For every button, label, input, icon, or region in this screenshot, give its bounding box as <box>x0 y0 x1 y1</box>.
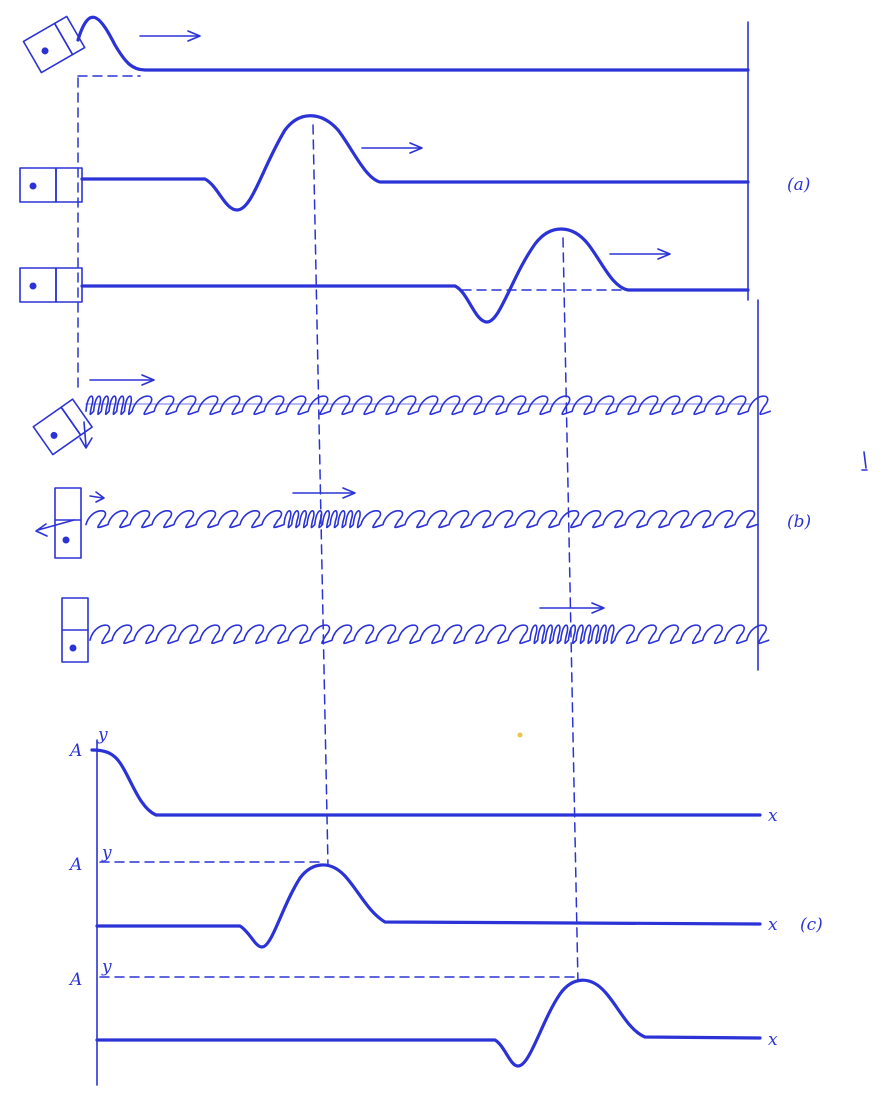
stray-dot-yellow <box>517 732 523 738</box>
guide-lines <box>77 77 579 985</box>
panel-b-arrow-1 <box>89 374 155 386</box>
panel-a-string-1 <box>76 15 750 72</box>
panel-b-arrow-2 <box>292 487 356 499</box>
panel-b-back-arrow-2 <box>89 491 105 503</box>
panel-b-push-arrow-1 <box>79 421 93 449</box>
panel-c-x-label-2: x <box>768 915 778 935</box>
panel-a-arrow-1 <box>139 30 201 42</box>
panel-b: (b) <box>32 299 811 671</box>
panel-c-amplitude-label-1: A <box>68 741 82 761</box>
panel-a-hand-block-2 <box>19 167 83 203</box>
panel-b-hand-block-2 <box>54 487 82 559</box>
panel-c-amplitude-label-2: A <box>68 855 82 875</box>
panel-b-hand-arrow-2 <box>35 519 75 537</box>
panel-c-y-label-2: y <box>101 843 112 863</box>
panel-a-hand-block-1 <box>22 15 86 74</box>
panel-c-amplitude-label-3: A <box>68 970 82 990</box>
panel-c-x-label-1: x <box>768 806 778 826</box>
panel-c-graph-1 <box>90 748 762 817</box>
panel-c: A y x A y x (c) A y x <box>68 725 823 1086</box>
panel-a-arrow-2 <box>361 142 423 154</box>
panel-b-spring-1 <box>85 395 771 416</box>
panel-a-string-2 <box>80 114 750 212</box>
panel-c-graph-2 <box>95 863 762 949</box>
panel-b-arrow-3 <box>539 602 605 614</box>
panel-c-x-label-3: x <box>768 1030 778 1050</box>
guide-line-far <box>562 237 579 985</box>
stray-mark-right <box>861 451 868 471</box>
stray-marks <box>517 451 868 738</box>
panel-a-label: (a) <box>787 175 810 195</box>
panel-c-y-label-3: y <box>101 957 112 977</box>
panel-c-graph-3 <box>95 978 762 1068</box>
panel-a-hand-block-3 <box>19 267 83 303</box>
panel-c-y-label-1: y <box>97 725 108 745</box>
panel-c-label: (c) <box>800 915 823 935</box>
panel-b-hand-block-3 <box>61 597 89 663</box>
panel-b-spring-2 <box>85 510 758 529</box>
panel-b-spring-3 <box>89 624 770 645</box>
panel-b-hand-block-1 <box>32 398 93 456</box>
panel-a-arrow-3 <box>609 248 671 260</box>
panel-b-label: (b) <box>787 512 811 532</box>
guide-line-middle <box>312 124 329 867</box>
panel-a-string-3 <box>80 227 750 324</box>
panel-a: (a) <box>19 15 810 324</box>
